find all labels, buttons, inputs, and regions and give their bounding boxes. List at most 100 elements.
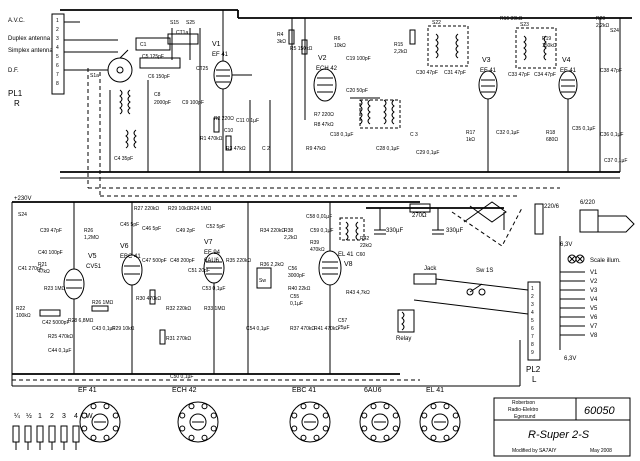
cap-c54: C54 0,1µF [246,326,269,332]
socket-pin [188,403,195,410]
legend-label: 4 [74,413,78,420]
cap-c4: C4 35pF [114,156,133,162]
socket-label-ebc41: EBC 41 [292,387,316,394]
cap-c55: C55 [290,294,299,300]
tube-v7: V7 EF 94 6AU6 [203,239,225,284]
tube-v2: V2 ECH 42 [313,55,338,102]
res-r25: R25 470kΩ [48,334,73,340]
tube-v5-ref: V5 [88,253,97,260]
maker-line1: Robertson [512,400,535,406]
cap-c11: C11 0,1µF [236,118,259,124]
res-r28: R28 6,8MΩ [68,318,94,324]
rail-label: V8 [590,333,598,339]
cap-c39: C39 47pF [40,228,62,234]
res-r19-val: 150kΩ [542,43,557,49]
res-r26-val: 1,2MΩ [84,235,99,241]
socket-outline [419,401,461,443]
cap-c49: C49 2pF [176,228,195,234]
label-avc: A.V.C. [8,18,25,24]
legend-resistor [72,425,80,443]
cap-c20: C20 50pF [346,88,368,94]
power-supply: 270Ω 330µF 330µF 220/6 6/220 6,3V Scale … [366,200,635,362]
maker-line3: Egersund [514,414,536,420]
res-r2: R2 220Ω [214,116,234,122]
cap-c41: C41 270pF [18,266,43,272]
socket-pin [300,403,307,410]
socket-pin [291,425,298,432]
tube-v3: V3 EF 41 [478,57,498,100]
cap-c57-val: 25µF [338,325,350,331]
title-block: Robertson Radio-Elektro Egersund 60050 R… [493,397,631,457]
cap-c44: C44 0,1µF [48,348,71,354]
legend-label: 2 [50,413,54,420]
psu-scale: Scale illum. [590,258,621,264]
antenna-pin: 4 [56,45,59,51]
plug-pl2: PL2 [526,365,541,374]
res-r19: R19 [542,36,551,42]
socket-pin [201,403,208,410]
psu-mains: 6/220 [580,200,596,206]
cap-c51: C51 20pF [188,268,210,274]
cap-c47: C47 500pF [142,258,167,264]
tube-v4: V4 EF 41 [558,57,578,100]
tube-v6-ref: V6 [120,243,129,250]
res-r37: R37 470kΩ [290,326,315,332]
legend-resistor [24,425,32,443]
socket-pin [300,434,307,441]
cap-c36: C36 0,1µF [600,132,623,138]
legend-label: ½ [26,412,32,420]
res-r20: R20 [596,16,605,22]
label-duplex-antenna: Duplex antenna [8,36,51,42]
res-r24: R24 1MΩ [190,206,212,212]
pl2-pin: 4 [531,310,534,316]
socket-pin [370,403,377,410]
cap-c6: C6 150pF [148,74,170,80]
socket-label-ech42: ECH 42 [172,387,197,394]
socket-label-6au6: 6AU6 [364,387,382,394]
model-name: R-Super 2-S [528,429,590,441]
res-r42: R42 [360,236,369,242]
cap-c59: C59 0,1µF [310,228,333,234]
res-r17-val: 1kΩ [466,137,475,143]
cap-c28: C28 0,1µF [376,146,399,152]
label-ct1a: CT1a [176,30,188,36]
antenna-pin: 7 [56,72,59,78]
cap-c50: C50 0,1µF [170,374,193,380]
cap-c29: C29 0,1µF [416,150,439,156]
legend-resistor [48,425,56,443]
socket-label-ef41: EF 41 [78,387,97,394]
socket-outline [79,401,121,443]
socket-pin [383,403,390,410]
socket-pin [361,425,368,432]
res-r26: R26 [84,228,93,234]
tube-v5: V5 CV51 [63,253,102,300]
supply-230v: +230V [14,196,32,202]
socket-pin [421,412,428,419]
socket-pin [112,425,119,432]
cap-c9: C9 100pF [182,100,204,106]
cap-c55-val: 0,1µF [290,301,303,307]
psu-mains2: 220/6 [544,204,560,210]
rail-label: V2 [590,279,598,285]
tube-v1: V1 EF 41 [212,41,233,90]
cap-c33: C33 47pF [508,72,530,78]
socket-center [371,413,389,431]
label-df: D.F. [8,68,19,74]
cap-c46: C46 5pF [142,226,161,232]
socket-pin [443,403,450,410]
socket-pin [81,425,88,432]
psu-heater-v: 6,3V [560,242,572,248]
socket-center [189,413,207,431]
res-r16: R16 39kΩ [500,16,523,22]
legend-label: 3 [62,413,66,420]
rail-label: V7 [590,324,598,330]
socket-center [301,413,319,431]
socket-pin [210,425,217,432]
socket-pin [103,403,110,410]
tube-v3-ref: V3 [482,57,491,64]
tube-v4-ref: V4 [562,57,571,64]
res-r32: R32 220kΩ [166,306,191,312]
